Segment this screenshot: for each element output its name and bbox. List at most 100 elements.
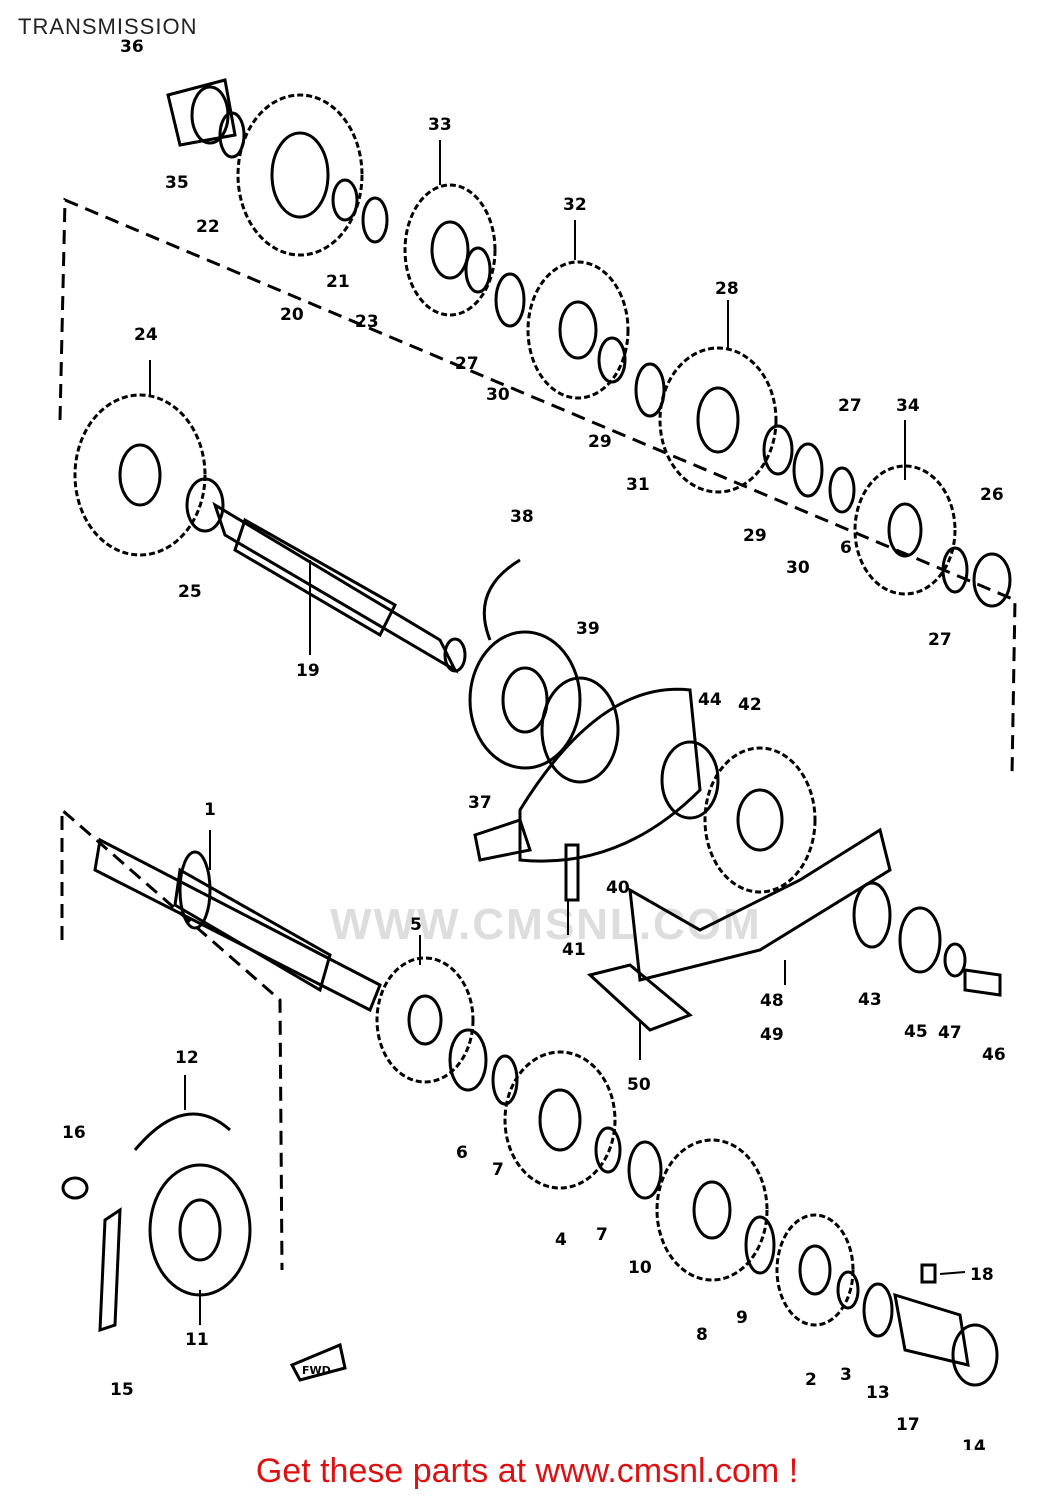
washer-13 [862,1282,894,1338]
callout-29a: 29 [588,432,612,452]
callout-36: 36 [120,37,144,57]
callout-fwd: FWD [302,1364,331,1377]
gear-2 [775,1213,855,1327]
callout-14: 14 [962,1437,986,1450]
callout-45: 45 [904,1022,928,1042]
callout-2: 2 [805,1370,817,1390]
callout-9: 9 [736,1308,748,1328]
gear-5 [375,956,475,1084]
callout-12: 12 [175,1048,199,1068]
callout-41: 41 [562,940,586,960]
ring-23 [361,196,389,244]
bushing-9 [744,1215,776,1275]
callout-32: 32 [563,195,587,215]
gear-34 [853,464,957,596]
callout-30a: 30 [486,385,510,405]
clip-7-b [594,1126,622,1174]
washer-43 [852,881,892,949]
callout-6: 6 [456,1143,468,1163]
spacer-44 [660,740,720,820]
callout-37: 37 [468,793,492,813]
callout-31: 31 [626,475,650,495]
callout-44: 44 [698,690,722,710]
washer-27-c [941,546,969,594]
bearing-17 [893,1292,970,1367]
washer-10 [627,1140,663,1200]
callout-16: 16 [62,1123,86,1143]
callout-33: 33 [428,115,452,135]
callout-27b: 27 [838,396,862,416]
bolt-41 [564,843,580,902]
lower-shaft-outline [60,806,284,1271]
gear-4 [503,1050,617,1190]
seal-14 [951,1323,999,1387]
callout-27c: 27 [928,630,952,650]
exploded-parts-diagram: 1 2 3 4 5 6 7 7 8 9 10 11 12 13 14 15 16… [58,37,1017,1450]
callout-30b: 30 [786,558,810,578]
washer-27-a [464,246,492,294]
bearing-11 [148,1163,252,1297]
callout-25: 25 [178,582,202,602]
clip-30-a [494,272,526,328]
nut-45 [898,906,942,974]
bolt-16 [61,1176,89,1200]
callout-20: 20 [280,305,304,325]
callout-4: 4 [555,1230,567,1250]
gear-8 [655,1138,769,1282]
callout-1: 1 [204,800,216,820]
countershaft-19 [212,501,467,674]
leader-lines [149,140,966,1325]
fwd-arrow [289,1342,347,1382]
washer-6 [448,1028,488,1092]
callout-26: 26 [980,485,1004,505]
callout-23: 23 [355,312,379,332]
bearing-29-b [762,424,794,476]
chain-48-49 [628,827,892,982]
washer-26 [972,552,1012,608]
ring-38 [482,558,521,641]
bushing-25 [185,477,225,533]
callout-17: 17 [896,1415,920,1435]
callout-13: 13 [866,1383,890,1403]
footer-link[interactable]: Get these parts at www.cmsnl.com ! [255,1452,799,1490]
callout-8: 8 [696,1325,708,1345]
washer-27-b [828,466,856,514]
ring-21 [331,178,359,222]
callout-21: 21 [326,272,350,292]
callout-5: 5 [410,915,422,935]
gear-33 [403,183,497,317]
callout-15: 15 [110,1380,134,1400]
chain-joint-50 [586,963,693,1032]
retainer-40 [518,687,702,863]
callout-3: 3 [840,1365,852,1385]
washer-47 [943,942,967,978]
bolt-46 [963,968,1002,997]
callout-42: 42 [738,695,762,715]
seal-39 [540,676,620,784]
callout-46: 46 [982,1045,1006,1065]
driveshaft-1 [93,837,382,1013]
callout-10: 10 [628,1258,652,1278]
clip-30-b [792,442,824,498]
upper-shaft-outline [58,197,1017,776]
callout-43: 43 [858,990,882,1010]
callout-39: 39 [576,619,600,639]
callout-34: 34 [896,396,920,416]
callout-7b: 7 [596,1225,608,1245]
pin-18 [920,1263,937,1284]
callout-18: 18 [970,1265,994,1285]
callout-24: 24 [134,325,158,345]
callout-22: 22 [196,217,220,237]
callout-7a: 7 [492,1160,504,1180]
washer-22 [218,111,246,159]
gear-24 [73,393,207,557]
callout-27a: 27 [455,354,479,374]
gear-32 [526,260,630,400]
ring-12 [133,1112,231,1151]
callout-40: 40 [606,878,630,898]
callout-50: 50 [627,1075,651,1095]
bearing-35 [166,78,237,147]
gear-20 [236,93,364,257]
callout-19: 19 [296,661,320,681]
callout-47: 47 [938,1023,962,1043]
